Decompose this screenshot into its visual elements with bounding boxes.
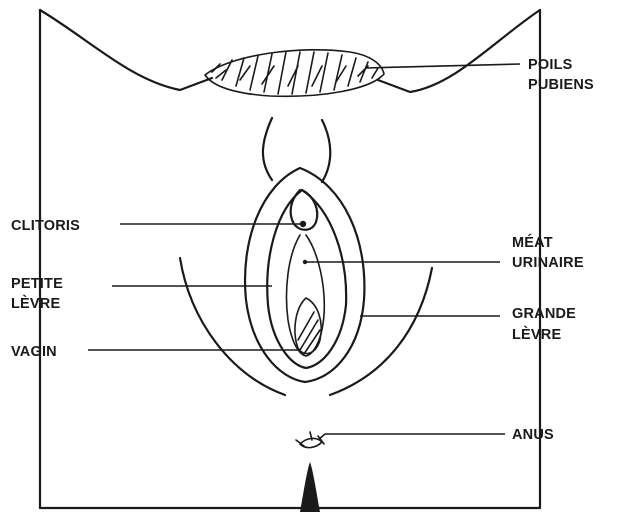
leader-anus [318, 434, 505, 440]
label-grande-line1: GRANDE [512, 306, 576, 322]
vaginal-opening [295, 298, 321, 354]
leader-lines [88, 64, 520, 440]
label-poils-line2: PUBIENS [528, 77, 594, 93]
pubic-hair [205, 50, 384, 97]
label-vagin: VAGIN [11, 344, 57, 360]
label-poils-line1: POILS [528, 57, 573, 73]
petite-levre-outline [267, 190, 346, 368]
label-petite-line2: LÈVRE [11, 295, 60, 312]
label-anus: ANUS [512, 427, 554, 443]
label-grande-line2: LÈVRE [512, 326, 561, 343]
anus [296, 432, 324, 448]
labels: POILS PUBIENS CLITORIS MÉAT URINAIRE PET… [11, 57, 594, 443]
label-meat-line1: MÉAT [512, 234, 553, 251]
gluteal-cleft [300, 462, 320, 512]
leader-poils [365, 64, 520, 68]
label-clitoris: CLITORIS [11, 218, 80, 234]
label-meat-line2: URINAIRE [512, 255, 584, 271]
label-petite-line1: PETITE [11, 276, 63, 292]
